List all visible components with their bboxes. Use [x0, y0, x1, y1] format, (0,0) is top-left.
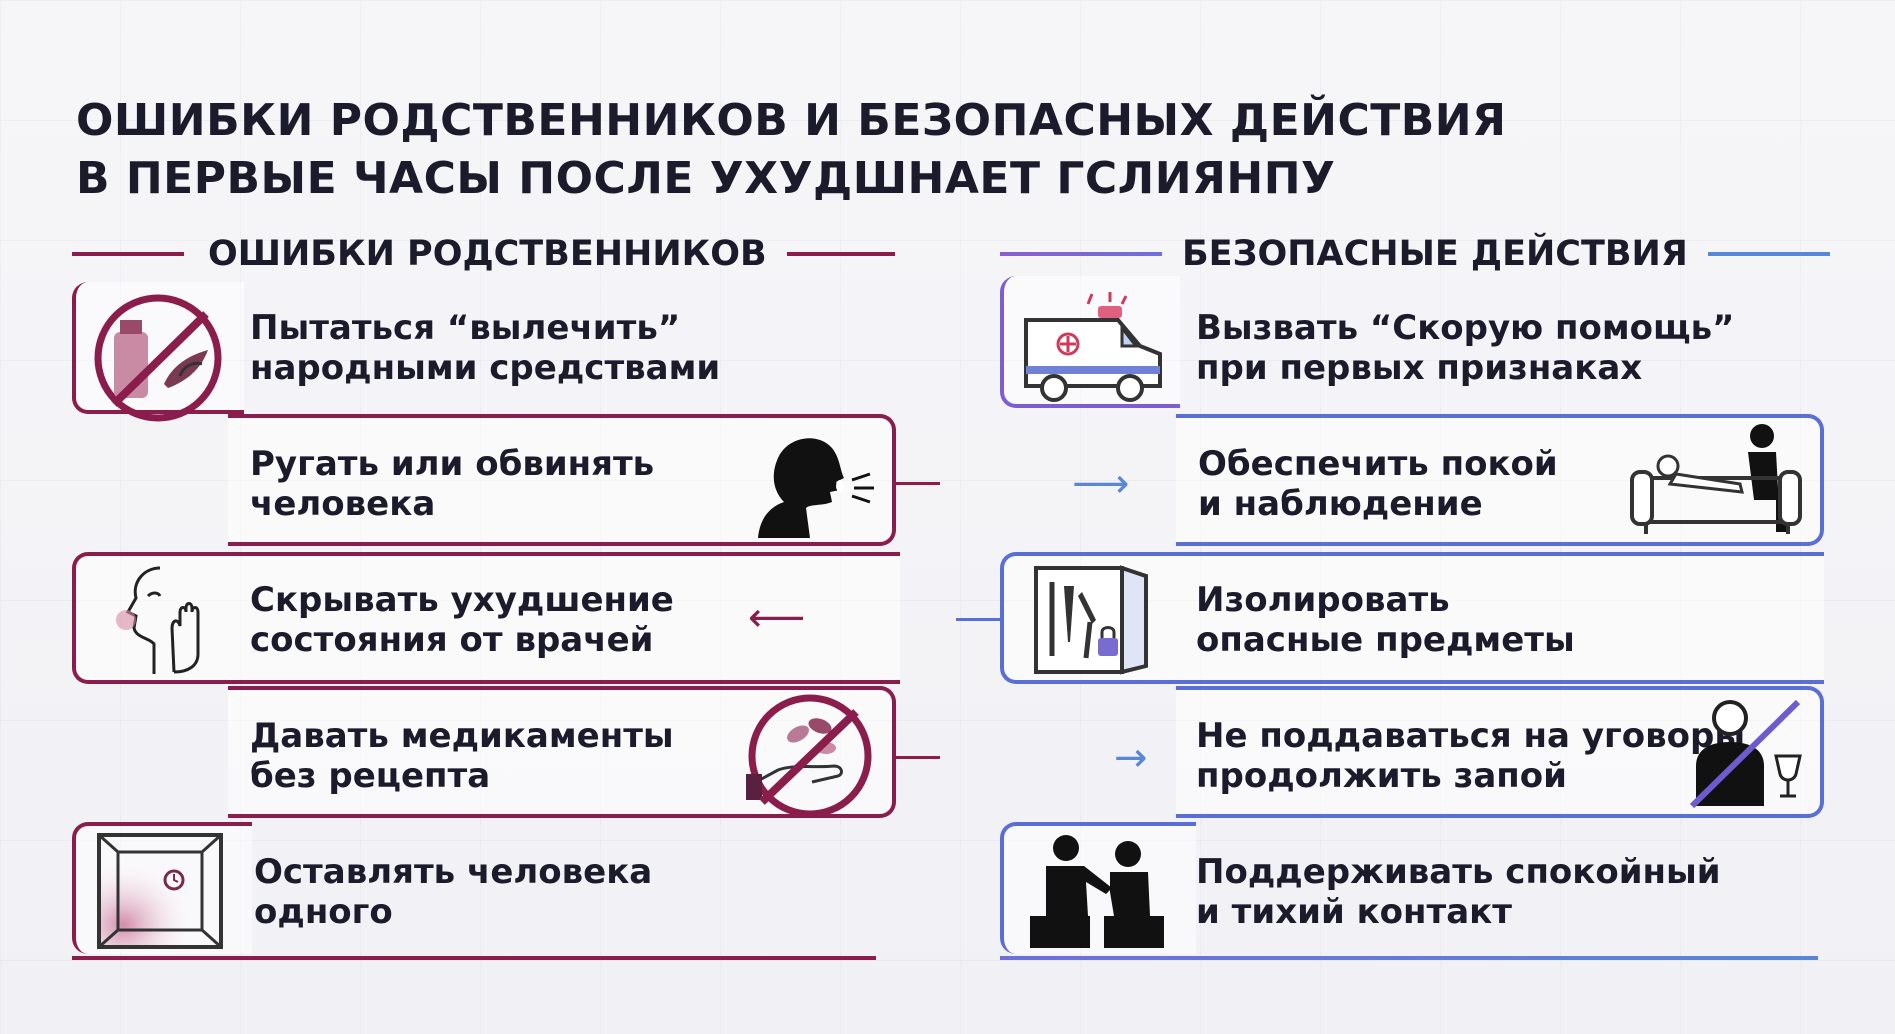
- hiding-face-icon: [114, 562, 214, 682]
- left-item-5-text: Оставлять человека одного: [254, 852, 653, 932]
- left-section-heading: ОШИБКИ РОДСТВЕННИКОВ: [72, 232, 895, 276]
- title-line-1: ОШИБКИ РОДСТВЕННИКОВ И БЕЗОПАСНЫХ ДЕЙСТВ…: [76, 95, 1507, 146]
- left-item-3-text: Скрывать ухудшение состояния от врачей: [250, 580, 674, 660]
- two-people-talking-icon: [1026, 832, 1166, 956]
- ambulance-icon: [1018, 290, 1168, 410]
- left-item-2-text: Ругать или обвинять человека: [250, 444, 655, 524]
- left-card-2-connector: [896, 482, 940, 485]
- left-heading-line-end: [786, 252, 895, 256]
- left-heading-line-start: [72, 252, 184, 256]
- right-item-1-text: Вызвать “Скорую помощь” при первых призн…: [1196, 308, 1735, 388]
- no-pills-icon: [738, 690, 886, 824]
- right-item-2-text: Обеспечить покой и наблюдение: [1198, 444, 1558, 524]
- left-card-3-arrow-icon: ⟵: [748, 595, 806, 641]
- left-card-3: [72, 552, 900, 684]
- right-bottom-line: [1000, 956, 1818, 960]
- right-item-5-text: Поддерживать спокойный и тихий контакт: [1196, 852, 1721, 932]
- left-item-1-text: Пытаться “вылечить” народными средствами: [250, 308, 721, 388]
- shouting-person-icon: [748, 428, 878, 542]
- left-item-4-text: Давать медикаменты без рецепта: [250, 716, 674, 796]
- left-card-4-connector: [896, 756, 940, 759]
- right-section-heading: БЕЗОПАСНЫЕ ДЕЙСТВИЯ: [1000, 232, 1830, 276]
- left-heading-label: ОШИБКИ РОДСТВЕННИКОВ: [208, 234, 767, 274]
- title-line-2: В ПЕРВЫЕ ЧАСЫ ПОСЛЕ УХУДШНАЕТ ГСЛИЯНПУ: [76, 153, 1336, 204]
- left-card-4: [228, 686, 896, 818]
- empty-room-icon: [96, 832, 224, 954]
- no-alcohol-icon: [1682, 696, 1808, 816]
- left-bottom-line: [72, 956, 876, 960]
- locked-cabinet-icon: [1030, 562, 1150, 682]
- right-card-2-arrow-icon: ⟶: [1072, 461, 1130, 507]
- no-folk-remedies-icon: [84, 292, 232, 428]
- right-item-4-text: Не поддаваться на уговоры продолжить зап…: [1196, 716, 1746, 796]
- right-card-4-arrow-icon: →: [1114, 735, 1148, 781]
- page-title: ОШИБКИ РОДСТВЕННИКОВ И БЕЗОПАСНЫХ ДЕЙСТВ…: [76, 92, 1507, 208]
- right-item-3-text: Изолировать опасные предметы: [1196, 580, 1575, 660]
- right-heading-line-end: [1707, 252, 1830, 256]
- right-heading-line-start: [1000, 252, 1162, 256]
- rest-on-sofa-icon: [1630, 422, 1806, 542]
- right-card-3-connector: [956, 618, 1000, 621]
- right-heading-label: БЕЗОПАСНЫЕ ДЕЙСТВИЯ: [1182, 234, 1688, 274]
